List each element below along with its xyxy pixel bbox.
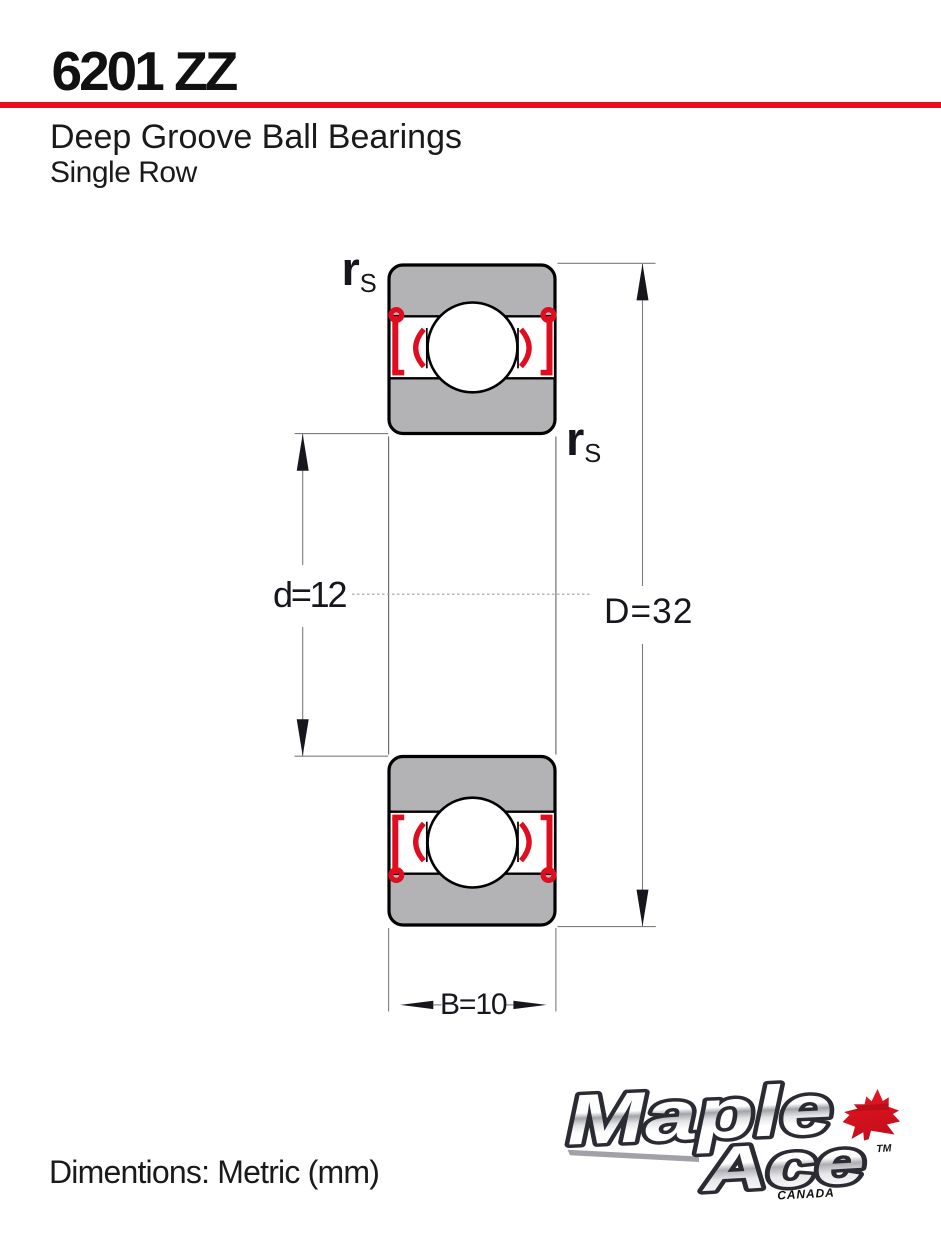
svg-text:CANADA: CANADA [777, 1186, 835, 1203]
svg-text:Ace: Ace [698, 1127, 866, 1205]
svg-text:Maple: Maple [565, 1070, 834, 1161]
svg-text:TM: TM [876, 1142, 892, 1155]
